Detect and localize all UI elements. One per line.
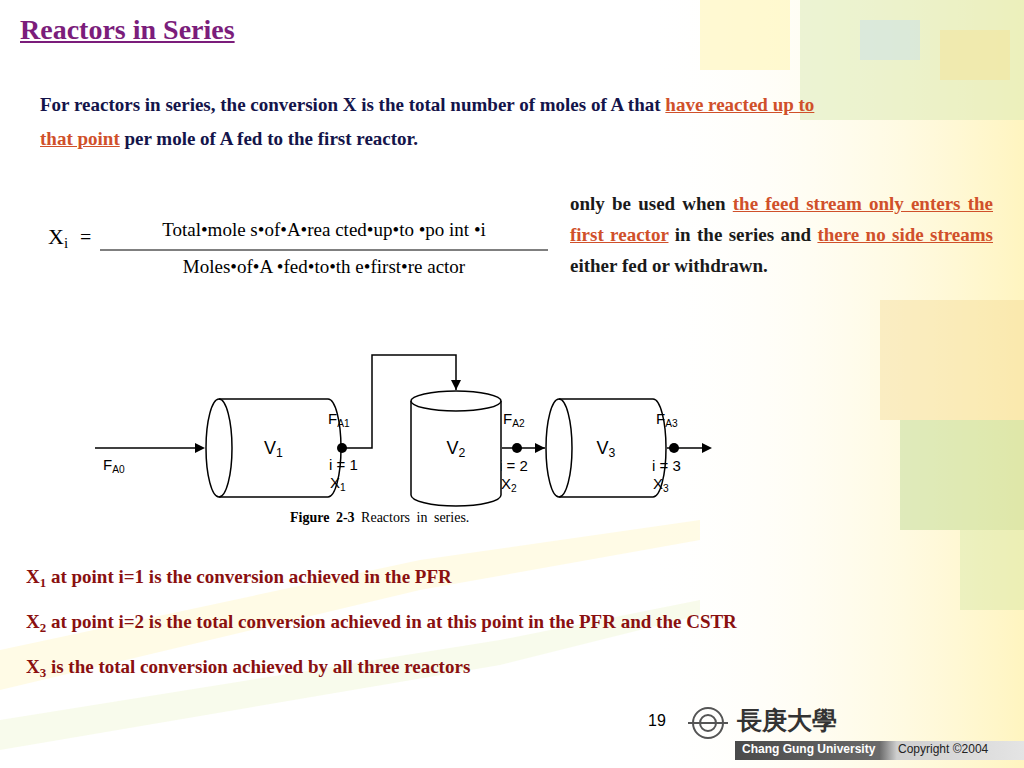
sample-point <box>669 443 679 453</box>
summary-line: X3 is the total conversion achieved by a… <box>26 656 470 678</box>
subscript: 3 <box>663 483 669 494</box>
cylinder-end <box>546 399 572 497</box>
reactor-volume: V1 <box>264 438 283 459</box>
tank-top <box>411 391 501 411</box>
building-photo <box>800 0 1024 120</box>
subscript: 1 <box>40 575 46 590</box>
flow-connector <box>502 443 545 453</box>
fraction-numerator: Total•mole s•of•A•rea cted•up•to •po int… <box>100 219 548 241</box>
cylinder-end <box>206 399 232 497</box>
feed-arrowhead <box>195 443 205 453</box>
right-wash <box>640 0 1024 768</box>
pfr-reactor: V3 <box>545 398 667 498</box>
reactor-volume: V2 <box>447 438 466 459</box>
conversion-label: X3 <box>653 475 669 492</box>
subscript: A3 <box>665 418 677 429</box>
university-name-english: Chang Gung University <box>742 742 875 756</box>
point-index: i = 2 <box>499 457 528 474</box>
university-name: 長庚大學 <box>737 704 837 737</box>
stream-label: FA2 <box>503 410 525 427</box>
pfr-reactor: V1 <box>205 398 342 498</box>
cylinder-body <box>559 399 666 497</box>
definition-text: per mole of A fed to the first reactor. <box>124 128 418 149</box>
trees-photo <box>960 530 1024 610</box>
subscript: A0 <box>112 464 124 475</box>
tank-body <box>411 401 501 506</box>
point-index: i = 1 <box>329 456 358 473</box>
equation-text: Total•mole s•of•A•rea cted•up•to •po int… <box>162 219 486 240</box>
equation-text: Moles•of•A •fed•to•th e•first•re actor <box>183 256 465 277</box>
bold-part: Figure 2-3 <box>290 510 355 525</box>
classroom-photo <box>880 300 1024 420</box>
trees-photo <box>900 420 1024 530</box>
subscript: 3 <box>40 665 46 680</box>
slide-title: Reactors in Series <box>20 14 235 46</box>
stream-label: FA3 <box>656 410 678 427</box>
definition-text: For reactors in series, the conversion X… <box>40 94 661 115</box>
highlight-text: there no side streams <box>817 224 993 245</box>
copyright-note: Copyright ©2004 <box>898 742 988 756</box>
yellow-panel <box>700 0 790 70</box>
conversion-label: X2 <box>501 475 517 492</box>
feed-line <box>95 447 197 449</box>
subscript: 1 <box>340 482 346 493</box>
subscript: 1 <box>276 446 283 460</box>
equation-symbol: = <box>80 226 91 249</box>
fraction-denominator: Moles•of•A •fed•to•th e•first•re actor <box>100 256 548 278</box>
arrowhead <box>451 380 461 390</box>
subscript: 2 <box>459 446 466 460</box>
subscript: 2 <box>40 620 46 635</box>
figure-caption: Figure 2-3 Reactors in series. <box>290 510 469 526</box>
subscript: 3 <box>609 446 616 460</box>
footer-band <box>735 741 1024 760</box>
subscript: A2 <box>512 418 524 429</box>
building-window <box>860 20 920 60</box>
condition-note: only be used when the feed stream only e… <box>570 188 993 281</box>
note-text: either fed or withdrawn. <box>570 255 768 276</box>
arrowhead <box>535 443 545 453</box>
equation-symbol: Xi <box>48 224 68 250</box>
summary-line: X1 at point i=1 is the conversion achiev… <box>26 566 452 588</box>
note-text: in the series and <box>675 224 811 245</box>
note-text: only be used when <box>570 193 726 214</box>
stream-label: FA0 <box>103 456 125 473</box>
subscript: 2 <box>511 483 517 494</box>
outlet-arrowhead <box>702 443 712 453</box>
summary-line: X2 at point i=2 is the total conversion … <box>26 611 737 633</box>
cylinder-body <box>219 399 341 497</box>
page-number: 19 <box>648 712 666 730</box>
university-logo <box>688 722 728 724</box>
definition-paragraph: For reactors in series, the conversion X… <box>40 88 840 156</box>
fraction-bar <box>100 250 548 251</box>
cstr-reactor: V2 <box>410 390 502 506</box>
light-streak <box>0 520 700 690</box>
reactor-volume: V3 <box>597 438 616 459</box>
subscript: i <box>64 235 68 251</box>
building-window <box>940 30 1010 80</box>
